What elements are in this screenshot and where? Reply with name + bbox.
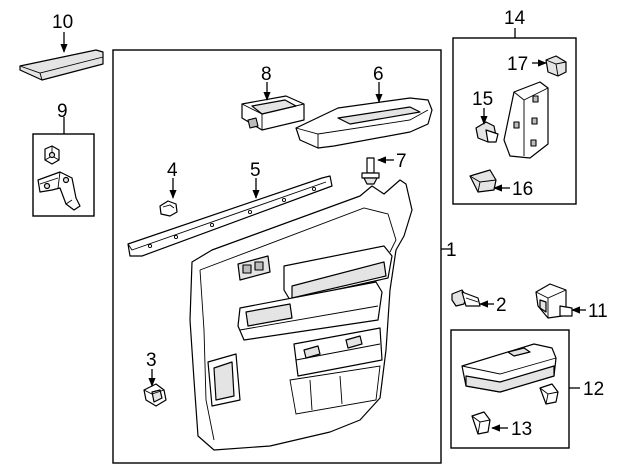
- callout-15: 15: [472, 89, 493, 110]
- callout-9: 9: [57, 101, 68, 122]
- door-trim-panel-icon: [189, 179, 413, 451]
- molding-strip-icon: [127, 175, 333, 257]
- callout-2: 2: [496, 295, 507, 316]
- cover-trim-icon: [461, 343, 557, 393]
- callout-3: 3: [146, 350, 157, 371]
- clip-icon: [545, 55, 567, 77]
- callout-1: 1: [446, 240, 457, 261]
- callout-16: 16: [512, 179, 533, 200]
- cover-trim-icon: [503, 81, 549, 159]
- clip-icon: [469, 169, 497, 193]
- callout-4: 4: [167, 160, 178, 181]
- callout-7: 7: [396, 151, 407, 172]
- callout-14: 14: [504, 8, 526, 29]
- switch-bezel-icon: [241, 95, 305, 131]
- clip-icon: [143, 383, 167, 407]
- callout-6: 6: [373, 64, 384, 85]
- clip-icon: [451, 289, 481, 307]
- callout-8: 8: [261, 64, 272, 85]
- callout-12: 12: [583, 379, 604, 400]
- clip-icon: [535, 283, 573, 319]
- callout-10: 10: [52, 12, 73, 33]
- clip-icon: [471, 411, 491, 435]
- group-12-frame: [450, 329, 570, 449]
- callout-13: 13: [511, 419, 532, 440]
- callout-11: 11: [588, 301, 608, 322]
- clip-icon: [159, 200, 178, 217]
- clip-icon: [475, 121, 499, 143]
- callout-17: 17: [507, 54, 528, 75]
- callout-5: 5: [250, 160, 261, 181]
- armrest-icon: [295, 97, 433, 149]
- screw-icon: [361, 157, 380, 185]
- bracket-icon: [37, 145, 81, 211]
- cover-trim-icon: [19, 49, 104, 81]
- clip-icon: [539, 383, 559, 405]
- door-assembly-frame: [112, 49, 442, 464]
